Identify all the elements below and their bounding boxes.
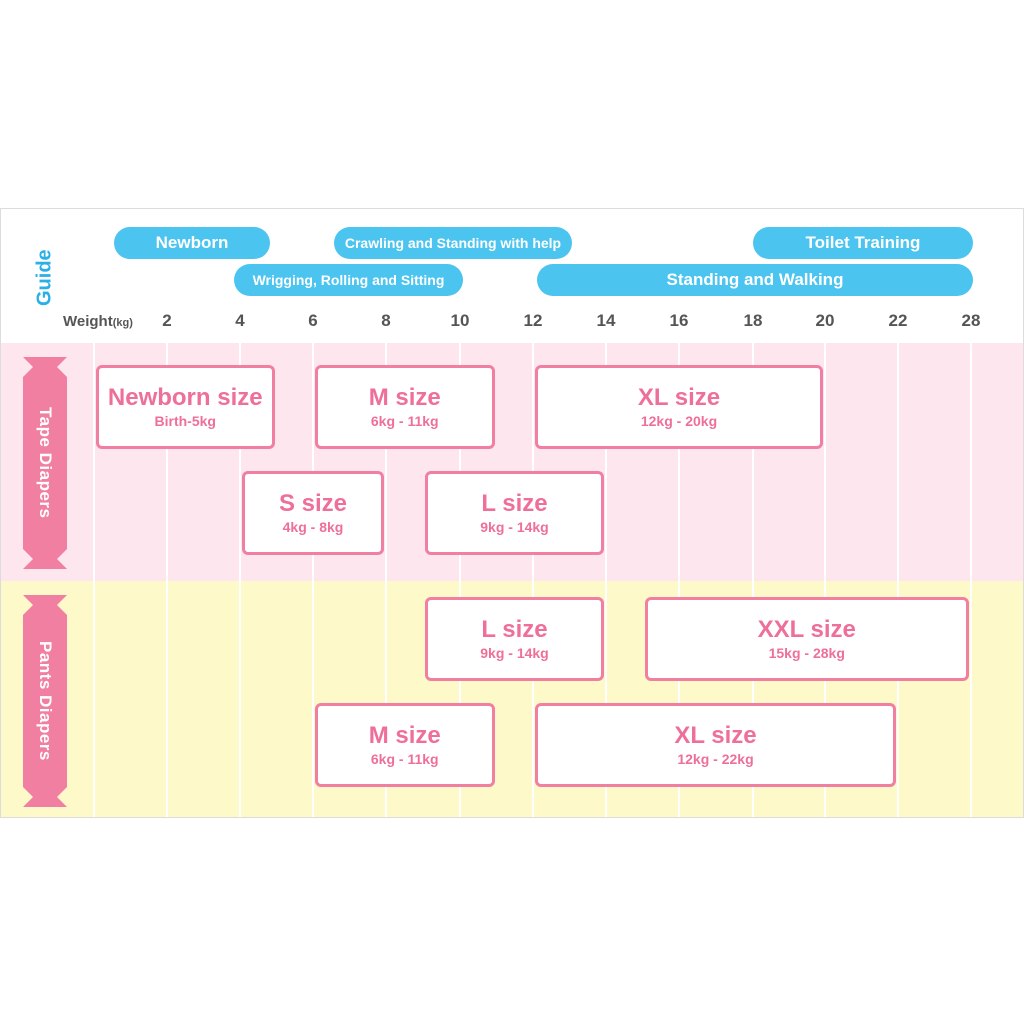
gridline: [752, 343, 754, 817]
size-weight-range: 9kg - 14kg: [480, 519, 549, 535]
stage-bar: Crawling and Standing with help: [334, 227, 572, 259]
size-name: M size: [368, 384, 441, 411]
gridline: [166, 343, 168, 817]
gridline: [897, 343, 899, 817]
weight-tick-label: 10: [450, 311, 470, 330]
size-weight-range: 6kg - 11kg: [370, 413, 439, 429]
gridline: [970, 343, 972, 817]
weight-axis-title: Weight(kg): [63, 313, 133, 330]
category-label: Pants Diapers: [36, 641, 55, 761]
category-label: Tape Diapers: [36, 407, 55, 519]
ribbon-shape: [23, 595, 67, 807]
weight-tick-label: 28: [961, 311, 981, 330]
size-name: Newborn size: [107, 384, 263, 411]
weight-tick-label: 20: [815, 311, 835, 330]
gridline: [605, 343, 607, 817]
gridline: [312, 343, 314, 817]
size-name: XXL size: [757, 616, 856, 643]
ribbon-shape: [23, 357, 67, 569]
gridline: [678, 343, 680, 817]
weight-axis-unit: (kg): [112, 317, 133, 329]
gridline: [239, 343, 241, 817]
size-name: M size: [368, 722, 441, 749]
gridline: [459, 343, 461, 817]
size-box: M size 6kg - 11kg: [315, 703, 495, 787]
stage-bar: Toilet Training: [753, 227, 973, 259]
stage-bar: Standing and Walking: [537, 264, 973, 296]
size-box: L size 9kg - 14kg: [425, 597, 604, 681]
weight-tick-label: 6: [308, 311, 318, 330]
ribbon-fill: [23, 595, 67, 807]
weight-tick-label: 4: [235, 311, 245, 330]
size-box: S size 4kg - 8kg: [242, 471, 384, 555]
weight-tick-label: 16: [669, 311, 689, 330]
size-weight-range: 4kg - 8kg: [282, 519, 344, 535]
size-name: S size: [278, 490, 348, 517]
gridline: [532, 343, 534, 817]
size-name: L size: [481, 490, 548, 517]
weight-tick-label: 2: [162, 311, 172, 330]
size-box: XL size 12kg - 20kg: [535, 365, 823, 449]
weight-tick-label: 8: [381, 311, 391, 330]
size-box: XXL size 15kg - 28kg: [644, 597, 969, 681]
category-ribbon: Pants Diapers: [23, 595, 67, 807]
size-weight-range: Birth-5kg: [154, 413, 216, 429]
size-weight-range: 12kg - 20kg: [640, 413, 718, 429]
size-name: XL size: [637, 384, 721, 411]
weight-tick-label: 18: [743, 311, 763, 330]
category-ribbon: Tape Diapers: [23, 357, 67, 569]
stage-bar: Newborn: [114, 227, 270, 259]
ribbon-fill: [23, 357, 67, 569]
size-box: XL size 12kg - 22kg: [535, 703, 896, 787]
size-name: L size: [481, 616, 548, 643]
size-box: M size 6kg - 11kg: [315, 365, 495, 449]
weight-tick-label: 22: [888, 311, 908, 330]
size-name: XL size: [674, 722, 757, 749]
stage-bar: Wrigging, Rolling and Sitting: [234, 264, 463, 296]
size-weight-range: 15kg - 28kg: [768, 645, 845, 661]
size-guide-chart: Guide Newborn Crawling and Standing with …: [0, 208, 1024, 818]
size-weight-range: 6kg - 11kg: [370, 751, 439, 767]
size-weight-range: 12kg - 22kg: [677, 751, 754, 767]
gridline: [824, 343, 826, 817]
guide-label: Guide: [33, 249, 56, 307]
weight-axis-name: Weight: [63, 313, 113, 330]
size-weight-range: 9kg - 14kg: [480, 645, 549, 661]
weight-tick-label: 12: [523, 311, 543, 330]
gridline: [93, 343, 95, 817]
weight-tick-label: 14: [596, 311, 616, 330]
size-box: L size 9kg - 14kg: [425, 471, 604, 555]
gridline: [385, 343, 387, 817]
